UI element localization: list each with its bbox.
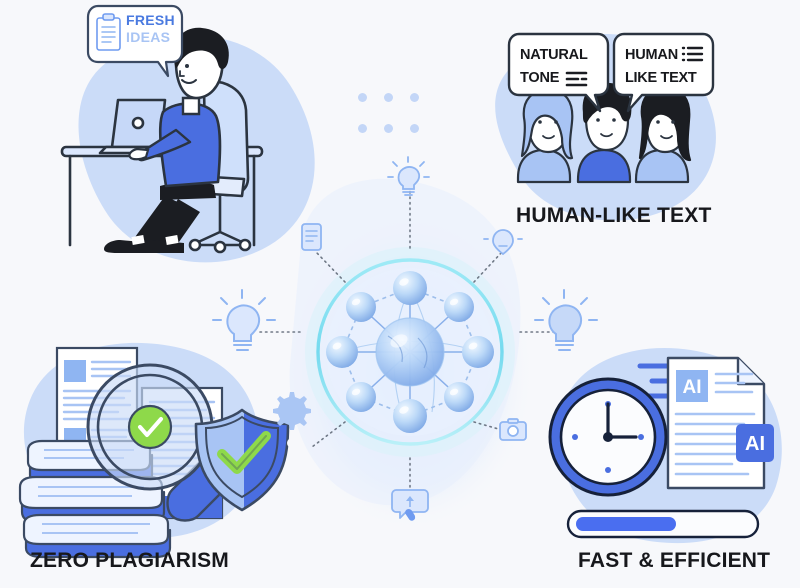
speech-bubble-natural-tone <box>507 32 610 113</box>
network-nodes <box>326 271 494 433</box>
natural-tone-bubble-text: NATURAL TONE <box>520 44 600 90</box>
scene-fresh-ideas <box>60 27 315 263</box>
camera-icon-satellite <box>499 418 527 441</box>
caption-fast-efficient: FAST & EFFICIENT <box>578 549 771 572</box>
scene-zero-plagiarism <box>18 342 290 559</box>
ai-document: AI AI <box>666 356 774 490</box>
caption-human-like-text: HUMAN-LIKE TEXT <box>516 204 712 227</box>
gear-icon-satellite <box>273 392 311 448</box>
human-label: HUMAN <box>625 47 678 63</box>
clipboard-icon <box>96 13 121 51</box>
fresh-label: FRESH <box>126 12 175 28</box>
scene-fast-efficient: AI AI <box>548 348 782 544</box>
lightbulb-rays-icon-left <box>212 289 276 351</box>
clock-icon <box>548 377 668 497</box>
ai-network-graphic <box>212 156 598 521</box>
like-text-label: LIKE TEXT <box>625 70 697 86</box>
speech-bubble-human-like-text <box>612 32 715 113</box>
human-like-bubble-text: HUMAN LIKE TEXT <box>625 44 709 90</box>
speech-bubble-fresh-ideas <box>86 4 184 78</box>
person-figure <box>104 27 229 253</box>
shield-check-icon <box>194 408 290 512</box>
avatar-person-1 <box>516 88 574 184</box>
decor-dot-grid <box>358 93 420 133</box>
ideas-label: IDEAS <box>126 29 171 45</box>
lightbulb-rays-icon-top <box>387 156 430 196</box>
progress-bar[interactable] <box>566 509 760 539</box>
caption-zero-plagiarism: ZERO PLAGIARISM <box>30 549 230 572</box>
fresh-ideas-bubble-text: FRESH IDEAS <box>126 12 180 46</box>
ai-badge-corner-text: AI <box>745 433 765 455</box>
text-lines-icon-1 <box>565 71 588 87</box>
lightbulb-rays-icon-right <box>534 289 598 351</box>
location-pin-bulb-icon <box>483 229 523 256</box>
text-lines-icon-2 <box>681 46 704 62</box>
tone-label: TONE <box>520 70 560 86</box>
avatar-person-3 <box>634 86 692 184</box>
natural-label: NATURAL <box>520 47 588 63</box>
ai-badge-doc-text: AI <box>683 377 702 398</box>
progress-bar-fill <box>576 517 676 531</box>
document-icon-satellite <box>301 223 322 251</box>
chat-upload-icon-satellite <box>391 489 429 521</box>
